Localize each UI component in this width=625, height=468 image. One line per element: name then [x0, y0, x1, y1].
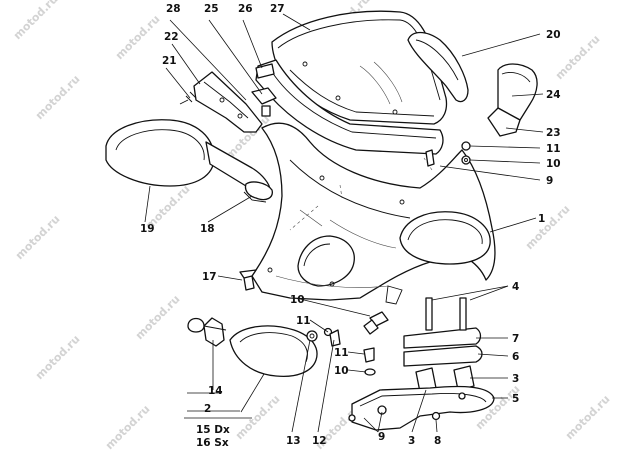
callout-12: 12 [312, 435, 327, 447]
callout-19: 19 [140, 223, 155, 235]
callout-10: 10 [546, 158, 561, 170]
callout-18: 18 [200, 223, 215, 235]
mirror-bracket [179, 71, 263, 133]
callout-7: 7 [512, 333, 519, 345]
callout-11: 11 [546, 143, 561, 155]
callout-9: 9 [546, 175, 553, 187]
legend-16-sx: 16 Sx [196, 437, 229, 449]
callout-22: 22 [164, 31, 179, 43]
callout-10: 10 [290, 294, 305, 306]
callout-21: 21 [162, 55, 177, 67]
watermark: motod.ru [33, 73, 83, 123]
callout-5: 5 [512, 393, 519, 405]
callout-26: 26 [238, 3, 253, 15]
callout-27: 27 [270, 3, 285, 15]
callout-11: 11 [334, 347, 349, 359]
leader-lines [144, 13, 544, 433]
callout-3: 3 [512, 373, 519, 385]
callout-14: 14 [208, 385, 223, 397]
callout-4: 4 [512, 281, 519, 293]
callout-25: 25 [204, 3, 219, 15]
callout-10: 10 [334, 365, 349, 377]
screw-group-lower [329, 329, 376, 376]
callout-8: 8 [434, 435, 441, 447]
callout-23: 23 [546, 127, 561, 139]
callout-11: 11 [296, 315, 311, 327]
mount-clips [251, 63, 277, 117]
callout-labels: 28 25 26 27 22 21 20 24 23 11 10 9 1 19 … [140, 3, 561, 449]
callout-9: 9 [378, 431, 385, 443]
callout-13: 13 [286, 435, 301, 447]
watermark: motod.ru [233, 393, 283, 443]
callout-6: 6 [512, 351, 519, 363]
callout-28: 28 [166, 3, 181, 15]
legend-15-dx: 15 Dx [196, 424, 230, 436]
callout-24: 24 [546, 89, 561, 101]
screw-17 [239, 269, 257, 291]
inner-panel [255, 59, 444, 155]
callout-3: 3 [408, 435, 415, 447]
watermark: motod.ru [133, 293, 183, 343]
watermark: motod.ru [113, 13, 163, 63]
callout-2: 2 [204, 403, 211, 415]
mirror-assembly [105, 119, 273, 203]
watermark: motod.ru [33, 333, 83, 383]
support-bracket-assembly [348, 297, 495, 431]
watermark: motod.ru [563, 393, 613, 443]
fairing-upper-shell [251, 122, 496, 305]
watermark: motod.ru [11, 0, 61, 42]
watermark: motod.ru [103, 403, 153, 453]
watermark: motod.ru [13, 213, 63, 263]
watermark: motod.ru [523, 203, 573, 253]
callout-1: 1 [538, 213, 545, 225]
callout-20: 20 [546, 29, 561, 41]
callout-17: 17 [202, 271, 217, 283]
screw-group-middle [323, 311, 389, 337]
